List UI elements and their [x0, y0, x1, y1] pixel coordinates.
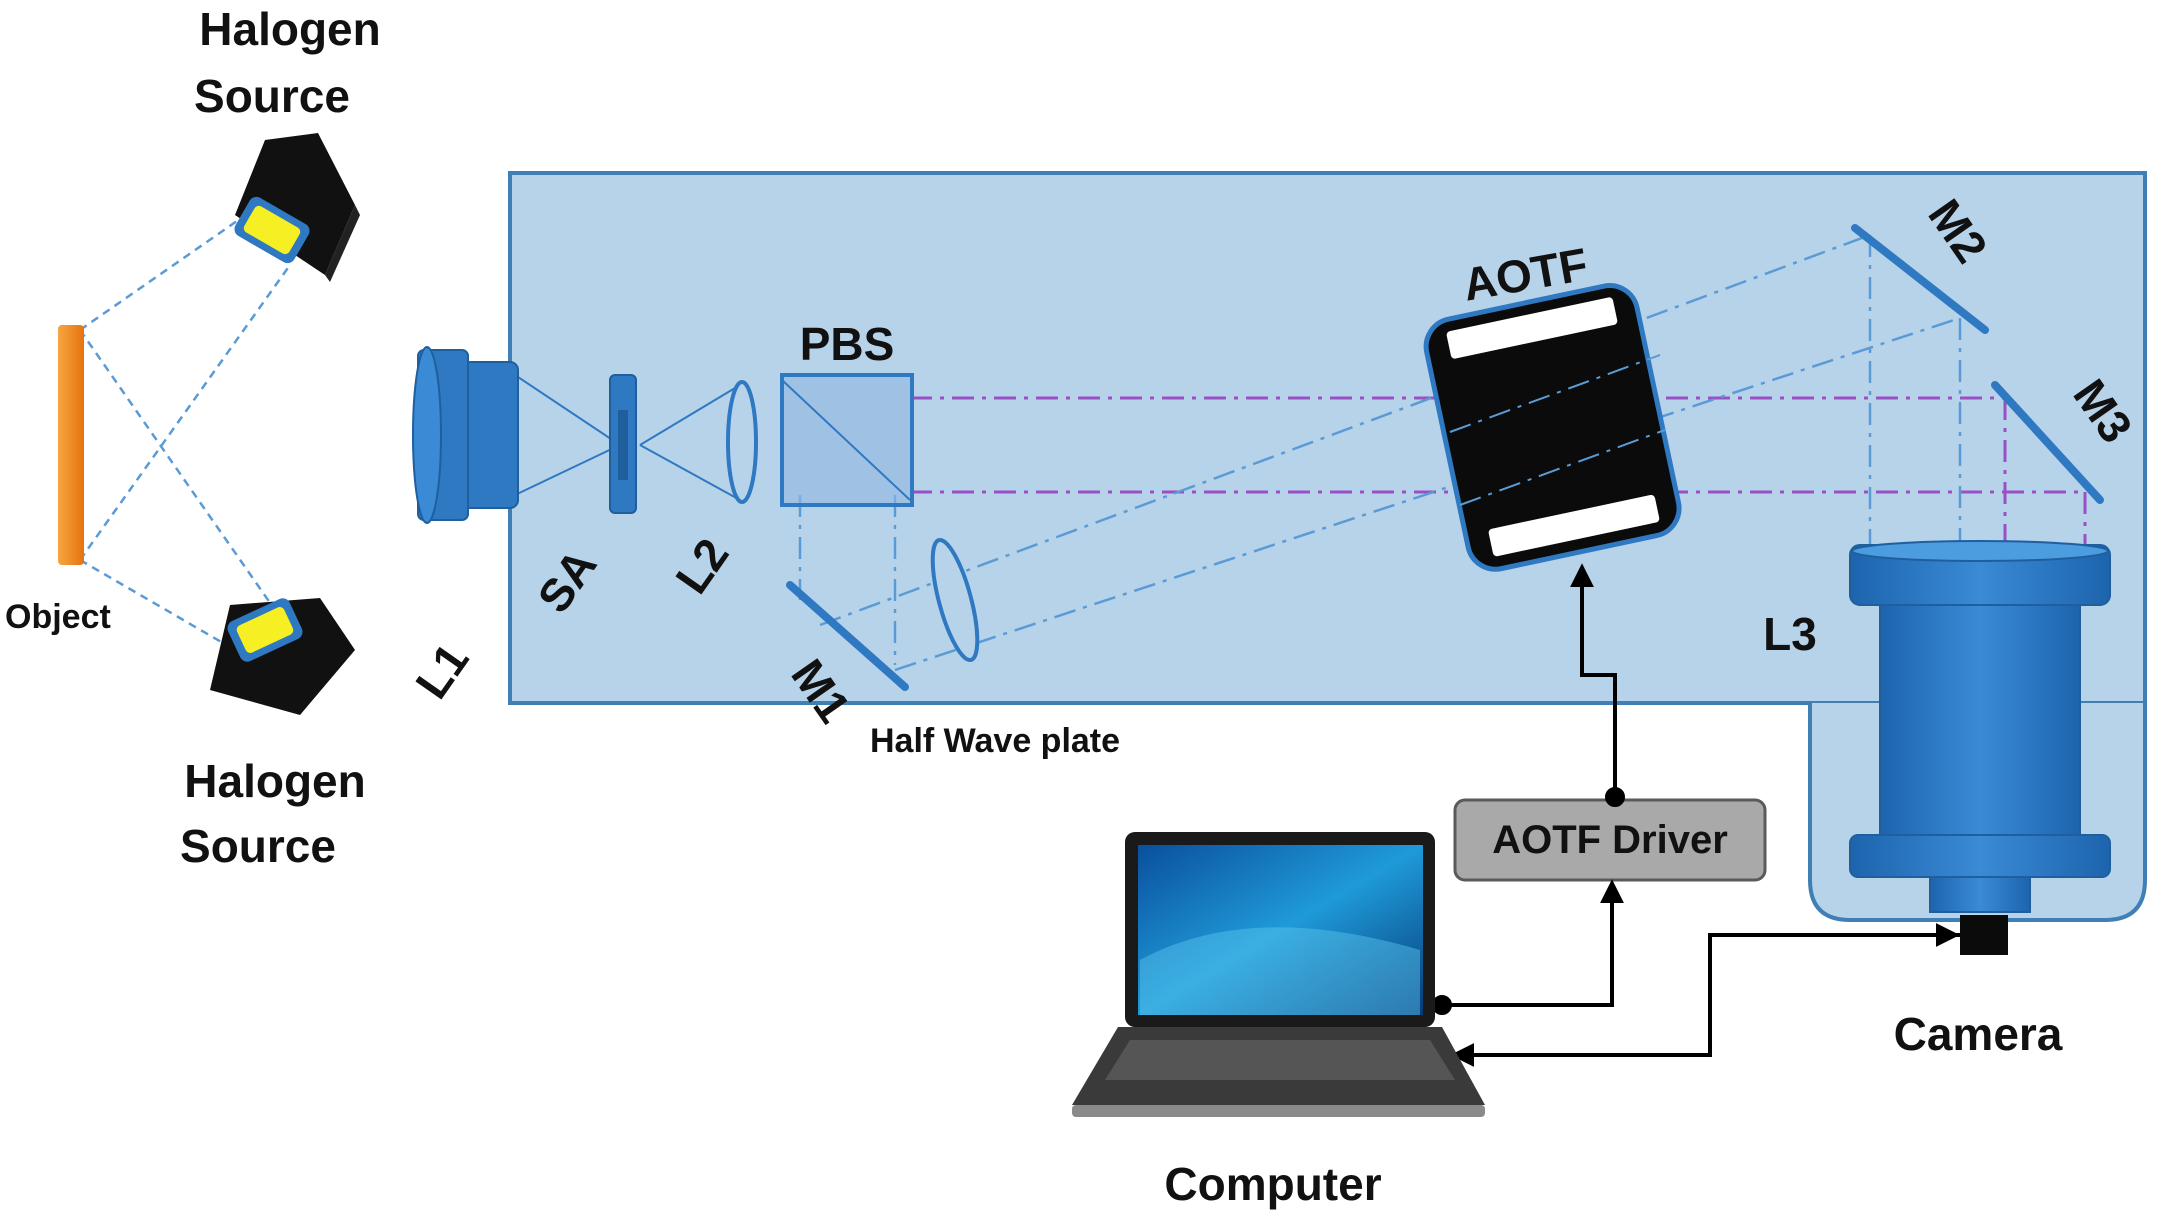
l3-label: L3: [1763, 608, 1817, 660]
halogen-top-label-line2: Source: [194, 70, 350, 122]
half-wave-plate-icon: [930, 537, 980, 663]
halogen-bottom-label-line1: Halogen: [184, 755, 365, 807]
computer-label: Computer: [1164, 1158, 1381, 1210]
lens-l2-icon: [726, 380, 758, 504]
half-wave-plate-label: Half Wave plate: [870, 722, 1120, 760]
polarizing-beam-splitter-icon: [780, 373, 914, 507]
laptop-computer-icon: [1072, 832, 1485, 1117]
halogen-source-top-icon: [234, 133, 360, 282]
lens-l3-camera-icon: [1849, 540, 2111, 913]
camera-label: Camera: [1894, 1008, 2063, 1060]
mirror-m2-icon: [1851, 224, 1989, 334]
lens-ray-cone: [514, 374, 741, 501]
object-label: Object: [5, 598, 111, 636]
aotf-driver-label: AOTF Driver: [1492, 818, 1728, 862]
mirror-m3-icon: [1991, 381, 2104, 504]
illumination-rays: [78, 203, 292, 652]
aotf-crystal-icon: [1423, 283, 1682, 572]
pbs-label: PBS: [800, 318, 895, 370]
halogen-bottom-label-line2: Source: [180, 820, 336, 872]
aperture-sa-icon: [609, 374, 637, 514]
lens-l1-icon: [412, 346, 519, 524]
halogen-top-label-line1: Halogen: [199, 3, 380, 55]
control-wiring: [1432, 563, 1960, 1067]
l1-label: L1: [405, 634, 478, 708]
object-sample: [58, 325, 84, 565]
aotf-driver-box: AOTF Driver: [1453, 798, 1767, 882]
halogen-source-bottom-icon: [210, 598, 355, 715]
camera-body-icon: [1960, 915, 2008, 955]
mirror-m1-icon: [786, 581, 909, 691]
beam-paths-blue: [798, 233, 1962, 672]
